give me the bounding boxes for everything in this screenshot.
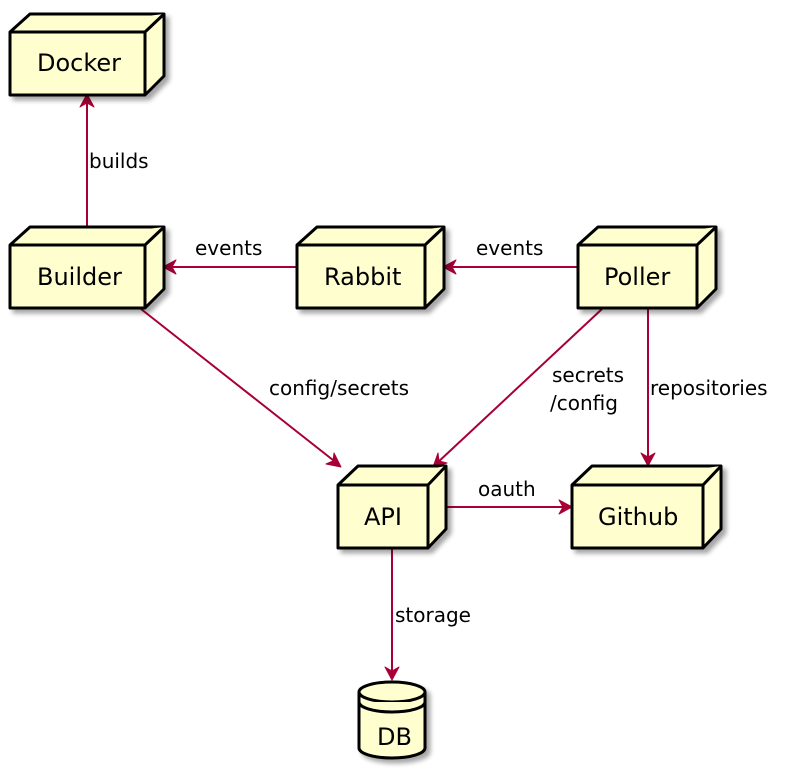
node-docker [8,12,166,97]
edge-poller-api [432,308,603,468]
edges [79,93,656,681]
edge-poller-github [640,309,656,467]
edge-label-oauth: oauth [478,477,536,501]
edge-rabbit-builder [162,259,297,275]
edge-builder-api [140,308,342,468]
node-poller [576,225,718,310]
edge-label-builds: builds [89,149,149,173]
node-github [570,464,723,550]
node-label-api: API [364,503,402,531]
edge-label-events-rabbit-builder: events [195,236,262,260]
node-db [357,680,427,760]
edge-poller-rabbit [442,259,578,275]
node-label-db: DB [377,723,412,751]
edge-builder-docker [79,93,95,227]
node-label-docker: Docker [37,49,121,77]
node-api [336,464,448,550]
edge-label-secrets: secrets [552,363,624,387]
edge-label-config-secrets: config/secrets [269,376,409,400]
edge-api-github [446,499,573,515]
edge-labels: builds events events config/secrets secr… [89,149,768,627]
node-label-github: Github [598,503,678,531]
node-label-poller: Poller [604,263,670,291]
node-label-rabbit: Rabbit [324,263,401,291]
edge-label-repositories: repositories [650,376,768,400]
edge-label-config: /config [550,391,618,415]
edge-label-storage: storage [395,603,471,627]
edge-label-events-poller-rabbit: events [476,236,543,260]
node-rabbit [295,225,446,310]
edge-api-db [384,548,400,681]
node-label-builder: Builder [37,263,122,291]
node-builder [8,225,166,310]
